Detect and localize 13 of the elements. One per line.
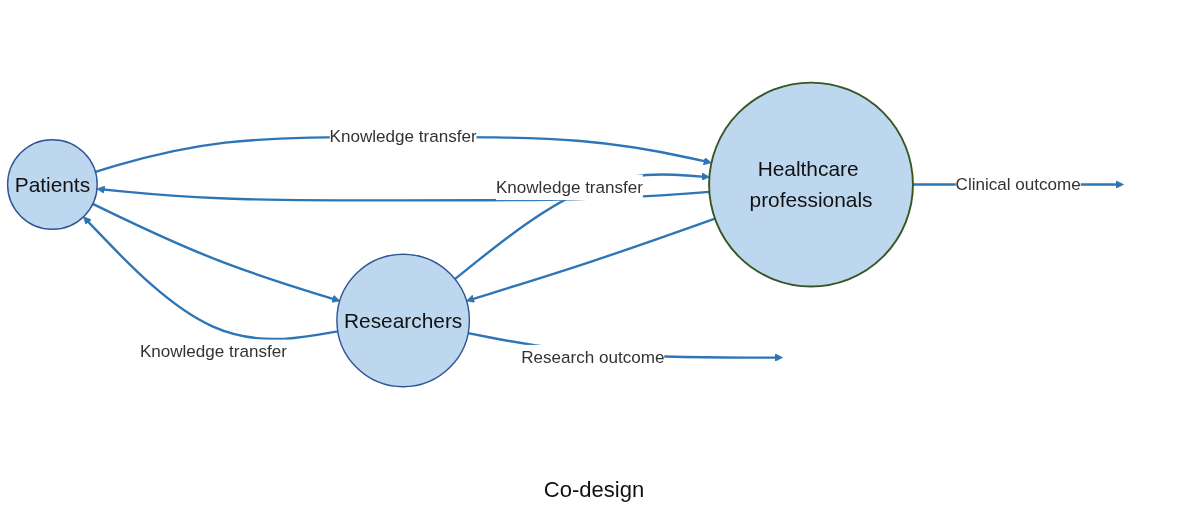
node-circle: Healthcare professionals (708, 82, 914, 288)
edge-label: Knowledge transfer (495, 177, 643, 197)
edge-label: Knowledge transfer (329, 127, 477, 147)
edge-label: Research outcome (521, 347, 665, 367)
arrow (454, 172, 710, 281)
edge-label: Clinical outcome (955, 174, 1081, 194)
arrow (466, 217, 716, 304)
diagram-label: Co-design (543, 477, 645, 503)
node-circle: Researchers (336, 253, 471, 388)
arrow (92, 203, 341, 304)
arrow (83, 216, 338, 341)
edge-label: Knowledge transfer (139, 342, 287, 362)
node-circle: Patients (6, 139, 98, 231)
